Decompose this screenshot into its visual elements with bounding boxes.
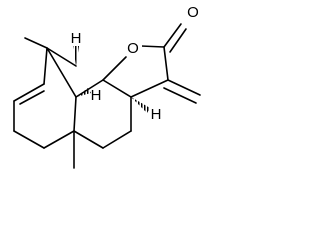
bond-c1-c10 <box>46 47 77 98</box>
chemical-structure-diagram: O O H H H <box>13 2 202 169</box>
bond-layer <box>13 23 201 169</box>
ring-oxygen-bg <box>124 38 142 56</box>
bond-c5-c1 <box>73 96 77 132</box>
bond-c2-c3 <box>102 79 132 98</box>
carbonyl-oxygen-label: O <box>187 4 199 21</box>
bond-c6-c5 <box>43 130 75 149</box>
bond-c7-c6 <box>13 130 45 149</box>
carbonyl-oxygen-bg <box>184 2 202 20</box>
bond-c10-methyl <box>24 37 48 49</box>
bond-c12-c11 <box>163 46 169 81</box>
bond-c4a-c5 <box>73 130 104 149</box>
stereo-h-bottom-left-label: H <box>91 87 102 104</box>
bond-methylene-double <box>163 87 197 104</box>
bond-c9-c8 <box>13 83 45 102</box>
bond-carbonyl-double <box>169 28 187 53</box>
stereo-h-top-label: H <box>71 30 82 47</box>
stereo-h-right-label: H <box>151 106 162 123</box>
bond-c4-c4a <box>102 130 132 149</box>
hashed-wedge-top <box>73 46 79 66</box>
hashed-wedge-left <box>76 88 91 97</box>
bond-c10-c1 <box>46 47 77 67</box>
ring-oxygen-label: O <box>127 40 139 57</box>
label-layer: O O H H H <box>71 2 202 123</box>
bond-c10-c9 <box>43 47 48 85</box>
bond-methylene <box>167 79 201 96</box>
bond-o-c12 <box>140 45 165 48</box>
bond-c2-o <box>102 56 127 81</box>
bond-c9-c8-double <box>19 90 45 105</box>
hashed-wedge-right <box>131 97 150 113</box>
bond-c11-c3 <box>130 79 169 98</box>
bond-carbonyl <box>163 23 182 48</box>
